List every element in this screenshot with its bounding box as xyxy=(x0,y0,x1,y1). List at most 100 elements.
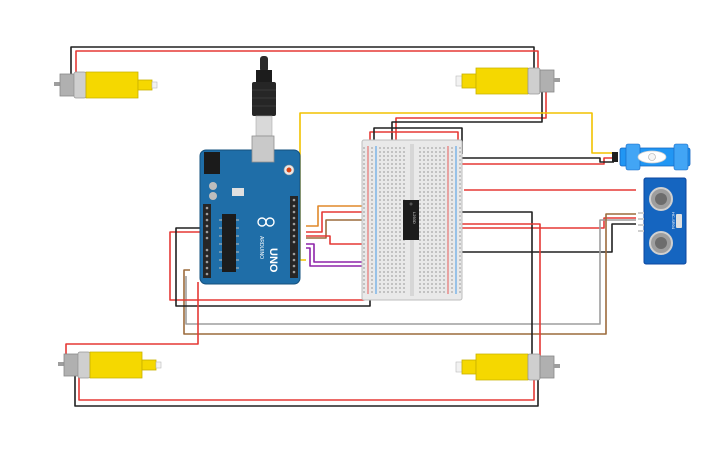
breadboard-hole xyxy=(371,255,373,257)
breadboard-hole xyxy=(387,187,389,189)
breadboard-hole xyxy=(371,271,373,273)
breadboard-hole xyxy=(427,223,429,225)
breadboard-hole xyxy=(435,259,437,261)
breadboard-hole xyxy=(451,183,453,185)
breadboard-hole xyxy=(439,159,441,161)
breadboard-hole xyxy=(427,171,429,173)
breadboard-hole xyxy=(451,199,453,201)
wire-servo-power xyxy=(458,157,614,165)
breadboard-hole xyxy=(399,243,401,245)
breadboard-hole xyxy=(431,179,433,181)
breadboard-hole xyxy=(371,199,373,201)
breadboard-hole xyxy=(427,283,429,285)
breadboard-hole xyxy=(371,267,373,269)
breadboard-hole xyxy=(399,279,401,281)
breadboard-hole xyxy=(363,199,365,201)
breadboard-hole xyxy=(423,243,425,245)
breadboard-hole xyxy=(395,255,397,257)
breadboard-hole xyxy=(443,199,445,201)
breadboard-hole xyxy=(439,171,441,173)
breadboard-hole xyxy=(435,183,437,185)
breadboard-hole xyxy=(387,171,389,173)
breadboard-hole xyxy=(371,279,373,281)
breadboard-hole xyxy=(451,171,453,173)
breadboard-hole xyxy=(439,255,441,257)
breadboard-hole xyxy=(443,231,445,233)
breadboard-hole xyxy=(439,223,441,225)
breadboard-hole xyxy=(459,183,461,185)
breadboard-hole xyxy=(443,247,445,249)
breadboard-hole xyxy=(399,179,401,181)
breadboard-hole xyxy=(427,195,429,197)
breadboard-hole xyxy=(391,191,393,193)
breadboard-hole xyxy=(379,267,381,269)
breadboard-hole xyxy=(399,287,401,289)
breadboard-hole xyxy=(423,215,425,217)
breadboard-hole xyxy=(371,231,373,233)
breadboard-hole xyxy=(395,243,397,245)
breadboard-hole xyxy=(383,211,385,213)
breadboard-hole xyxy=(387,283,389,285)
breadboard-hole xyxy=(387,291,389,293)
breadboard-hole xyxy=(371,239,373,241)
breadboard-hole xyxy=(363,219,365,221)
breadboard-hole xyxy=(403,191,405,193)
breadboard-hole xyxy=(427,191,429,193)
breadboard-hole xyxy=(443,147,445,149)
breadboard-hole xyxy=(391,179,393,181)
breadboard-hole xyxy=(459,247,461,249)
breadboard-hole xyxy=(379,151,381,153)
breadboard-hole xyxy=(431,255,433,257)
breadboard-hole xyxy=(363,247,365,249)
breadboard-hole xyxy=(363,231,365,233)
breadboard-hole xyxy=(379,155,381,157)
breadboard-hole xyxy=(363,239,365,241)
breadboard-hole xyxy=(451,287,453,289)
breadboard-hole xyxy=(427,199,429,201)
breadboard-hole xyxy=(399,195,401,197)
breadboard-hole xyxy=(439,231,441,233)
breadboard-hole xyxy=(399,211,401,213)
breadboard-hole xyxy=(395,171,397,173)
breadboard-hole xyxy=(451,219,453,221)
breadboard-hole xyxy=(459,291,461,293)
breadboard-hole xyxy=(423,187,425,189)
breadboard-hole xyxy=(391,279,393,281)
breadboard-hole xyxy=(387,155,389,157)
breadboard-hole xyxy=(399,267,401,269)
breadboard-hole xyxy=(431,191,433,193)
breadboard-hole xyxy=(383,147,385,149)
breadboard-hole xyxy=(391,155,393,157)
servo-motor xyxy=(612,143,691,171)
breadboard-hole xyxy=(439,211,441,213)
breadboard-hole xyxy=(371,227,373,229)
breadboard-hole xyxy=(383,275,385,277)
wire-bb-to-motor-br-black xyxy=(452,211,533,356)
breadboard-hole xyxy=(379,239,381,241)
breadboard-hole xyxy=(423,291,425,293)
breadboard-hole xyxy=(423,279,425,281)
breadboard-hole xyxy=(363,203,365,205)
breadboard-hole xyxy=(399,263,401,265)
breadboard-hole xyxy=(371,287,373,289)
breadboard-hole xyxy=(443,243,445,245)
breadboard-hole xyxy=(383,251,385,253)
breadboard-hole xyxy=(419,211,421,213)
breadboard-hole xyxy=(435,227,437,229)
breadboard-hole xyxy=(431,227,433,229)
breadboard-hole xyxy=(399,255,401,257)
breadboard-hole xyxy=(451,163,453,165)
wire-ard-to-bb-orange xyxy=(306,205,386,227)
breadboard-hole xyxy=(399,151,401,153)
breadboard-hole xyxy=(383,255,385,257)
breadboard-hole xyxy=(391,275,393,277)
breadboard-hole xyxy=(363,183,365,185)
wire-bb-to-motor-br-red xyxy=(452,223,541,360)
breadboard-hole xyxy=(383,243,385,245)
breadboard-hole xyxy=(363,195,365,197)
breadboard-hole xyxy=(363,259,365,261)
breadboard-hole xyxy=(371,215,373,217)
breadboard-hole xyxy=(363,191,365,193)
breadboard-hole xyxy=(387,231,389,233)
breadboard-hole xyxy=(383,231,385,233)
